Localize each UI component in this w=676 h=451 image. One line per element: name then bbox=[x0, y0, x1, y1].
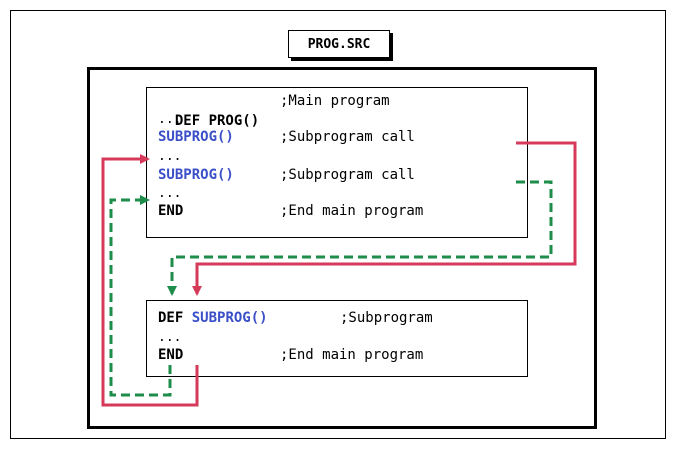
main-dots-2: ... bbox=[158, 149, 182, 164]
outer-frame bbox=[10, 10, 666, 439]
sub-def-name: SUBPROG() bbox=[191, 310, 268, 326]
main-program-box bbox=[146, 87, 528, 238]
main-dots-3: ... bbox=[158, 186, 182, 201]
second-call-comment: ;Subprogram call bbox=[280, 167, 415, 183]
main-end-line: END bbox=[158, 203, 184, 219]
main-def-line: DEF PROG() bbox=[158, 91, 259, 129]
sub-def-keyword: DEF bbox=[158, 310, 184, 326]
sub-def-comment: ;Subprogram bbox=[340, 310, 433, 326]
second-return-path bbox=[109, 195, 172, 397]
second-subprog-call: SUBPROG() bbox=[158, 167, 234, 183]
main-end-comment: ;End main program bbox=[280, 203, 424, 219]
file-name-tab: PROG.SRC bbox=[288, 30, 390, 58]
main-def-comment: ;Main program bbox=[280, 93, 390, 109]
first-subprog-call: SUBPROG() bbox=[158, 129, 234, 145]
first-return-path bbox=[101, 154, 199, 407]
second-call-path bbox=[167, 180, 553, 296]
first-call-path bbox=[192, 141, 577, 296]
first-call-comment: ;Subprogram call bbox=[280, 129, 415, 145]
sub-end-line: END bbox=[158, 347, 184, 363]
sub-def-line: DEF SUBPROG() bbox=[158, 308, 268, 328]
sub-dots: ... bbox=[158, 330, 182, 345]
file-name: PROG.SRC bbox=[307, 36, 371, 52]
main-dots-1: ... bbox=[158, 112, 182, 127]
subprogram-box bbox=[146, 300, 528, 377]
program-file-frame bbox=[87, 67, 597, 429]
main-def-code: DEF PROG() bbox=[174, 113, 260, 129]
sub-end-comment: ;End main program bbox=[280, 347, 424, 363]
